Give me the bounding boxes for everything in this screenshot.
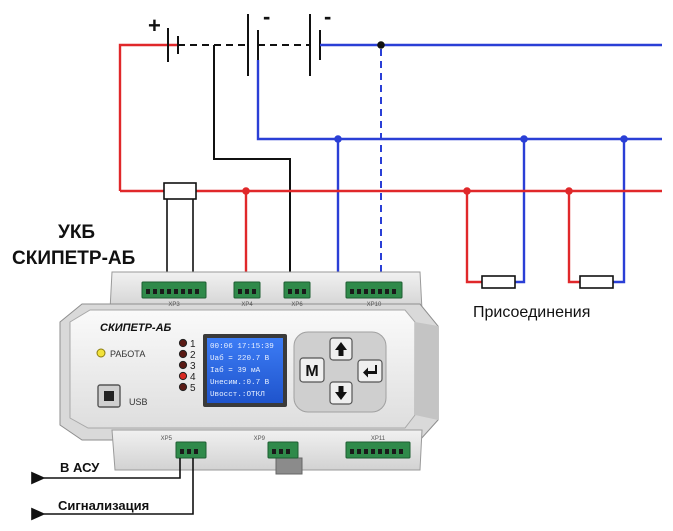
title-line-1: УКБ bbox=[58, 222, 95, 243]
bottom-connectors: XP5 XP9 XP11 bbox=[161, 436, 411, 459]
battery-minus-sign-1: - bbox=[263, 4, 270, 29]
enter-arrow-icon bbox=[363, 365, 377, 378]
device-bottom-strip bbox=[111, 429, 423, 471]
menu-button-label: M bbox=[305, 363, 318, 380]
lcd-line-2: Uаб = 220.7 В bbox=[210, 354, 270, 363]
red-drop-to-resistor-2 bbox=[567, 191, 580, 284]
connections-label: Присоединения bbox=[473, 304, 590, 321]
top-connectors: XP3 XP4 XP6 XP10 bbox=[141, 281, 403, 308]
status-led-label-1: 1 bbox=[190, 339, 196, 350]
usb-label: USB bbox=[129, 397, 148, 407]
keypad: M bbox=[293, 331, 387, 413]
work-indicator-led bbox=[96, 348, 106, 358]
battery-minus-sign-2: - bbox=[324, 4, 331, 29]
to-asu-label: В АСУ bbox=[60, 460, 100, 475]
blue-drop-to-resistor-1 bbox=[515, 139, 526, 284]
connection-resistor-2 bbox=[579, 275, 614, 289]
top-bus-junction bbox=[377, 41, 385, 49]
red-drop-to-resistor-1 bbox=[465, 191, 482, 284]
status-led-label-5: 5 bbox=[190, 383, 196, 394]
title-line-2: СКИПЕТР-АБ bbox=[12, 248, 135, 269]
status-led-label-4: 4 bbox=[190, 372, 196, 383]
red-positive-lead bbox=[118, 43, 178, 191]
status-led-label-3: 3 bbox=[190, 361, 196, 372]
black-midpoint-lead-1 bbox=[213, 45, 291, 280]
status-led-4 bbox=[178, 371, 188, 381]
lcd-line-4: Uнесим.:0.7 В bbox=[210, 379, 270, 387]
blue-middle-bus bbox=[256, 60, 662, 141]
top-connector-pins bbox=[146, 289, 396, 294]
status-leds: 1 2 3 4 5 bbox=[178, 338, 196, 394]
asu-output-line bbox=[31, 458, 181, 485]
bottom-connector-pins bbox=[180, 449, 403, 454]
status-led-2 bbox=[178, 349, 188, 359]
menu-button[interactable] bbox=[299, 357, 325, 383]
down-arrow-icon bbox=[335, 386, 347, 400]
status-led-3 bbox=[178, 360, 188, 370]
device-brand: СКИПЕТР-АБ bbox=[100, 322, 172, 334]
signal-output-line bbox=[31, 458, 194, 521]
keypad-frame bbox=[293, 331, 387, 413]
usb-port-inner bbox=[104, 391, 114, 401]
connector-label-xp6: XP6 bbox=[291, 302, 303, 308]
connector-label-xp3: XP3 bbox=[168, 302, 180, 308]
work-indicator-label: РАБОТА bbox=[110, 349, 145, 359]
lcd-line-3: Iаб = 39 мА bbox=[210, 366, 261, 375]
connector-label-xp10: XP10 bbox=[367, 302, 382, 308]
battery-group: + - - bbox=[118, 4, 331, 191]
blue-drop-to-resistor-2 bbox=[613, 139, 626, 284]
lcd-line-1: 00:06 17:15:39 bbox=[210, 343, 274, 351]
lcd-line-5: Uвосст.:ОТКЛ bbox=[210, 391, 265, 399]
signal-label: Сигнализация bbox=[58, 498, 149, 513]
connector-label-xp4: XP4 bbox=[241, 302, 253, 308]
din-rail-clip bbox=[275, 457, 303, 475]
up-arrow-icon bbox=[335, 342, 347, 356]
current-sensor-box bbox=[163, 182, 197, 200]
lcd-screen bbox=[207, 338, 283, 403]
status-led-1 bbox=[178, 338, 188, 348]
status-led-5 bbox=[178, 382, 188, 392]
connector-label-xp9: XP9 bbox=[254, 436, 266, 442]
battery-plus-sign: + bbox=[148, 13, 161, 38]
connection-resistor-1 bbox=[481, 275, 516, 289]
status-led-label-2: 2 bbox=[190, 350, 196, 361]
connector-label-xp11: XP11 bbox=[371, 436, 386, 442]
connector-label-xp5: XP5 bbox=[161, 436, 173, 442]
device-side-shade bbox=[415, 322, 438, 420]
